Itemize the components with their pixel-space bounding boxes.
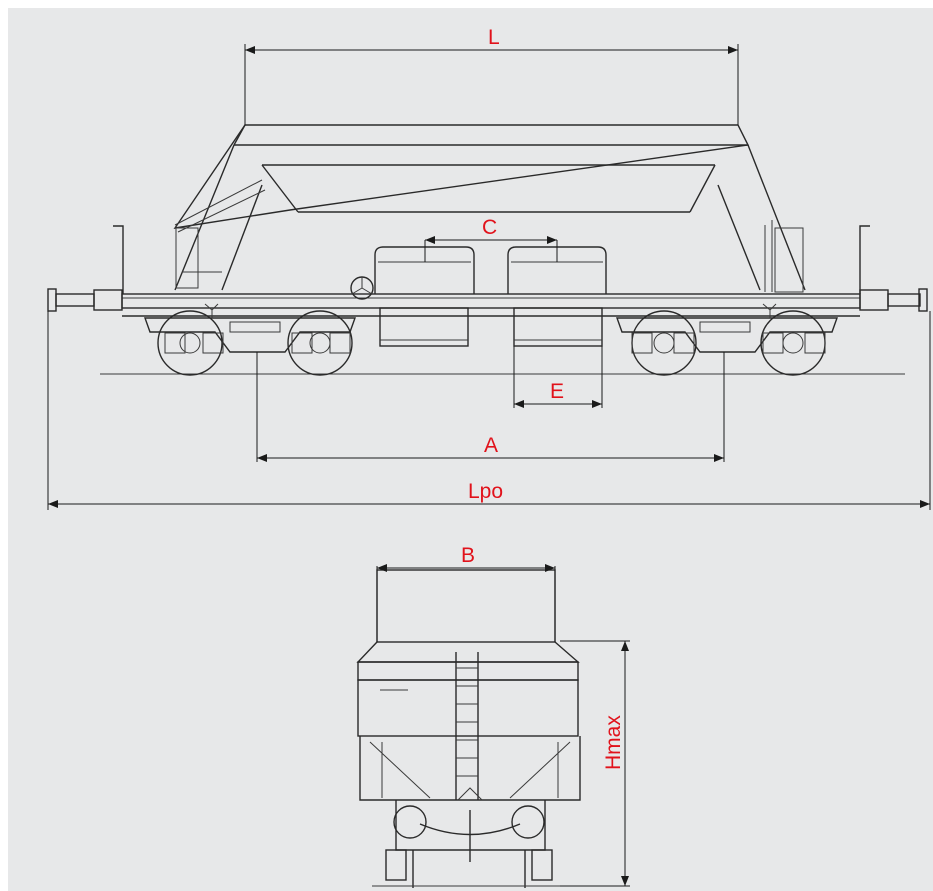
drawing-background (8, 8, 933, 891)
side-view: L C E A Lpo (47, 26, 931, 510)
buffers (47, 288, 928, 312)
dim-label-L: L (488, 26, 500, 49)
dim-label-A: A (484, 434, 498, 457)
dim-label-Lpo: Lpo (468, 480, 503, 503)
bogie-right (616, 303, 838, 376)
dim-label-B: B (461, 544, 475, 567)
dim-label-E: E (550, 380, 564, 403)
dim-label-Hmax: Hmax (602, 715, 625, 770)
bogie-left (144, 303, 356, 376)
dim-label-C: C (482, 216, 497, 239)
star-emblem-icon (350, 276, 374, 300)
hopper-body (173, 124, 806, 293)
end-view: B Hmax (356, 544, 630, 888)
